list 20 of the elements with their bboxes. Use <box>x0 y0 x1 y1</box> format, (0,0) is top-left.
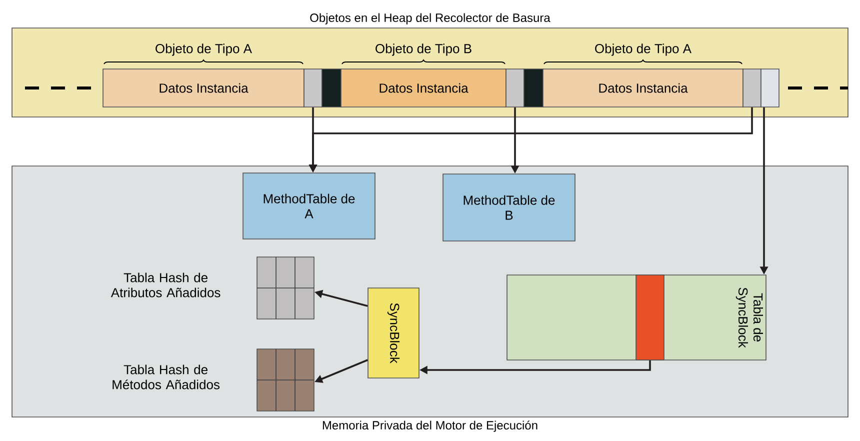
instance-data-box: Datos Instancia <box>542 68 744 108</box>
method-table-box: MethodTable de B <box>442 174 576 242</box>
header-slot <box>304 68 322 108</box>
header-slot <box>524 68 544 108</box>
header-slot <box>742 68 762 108</box>
node-label: Memoria Privada del Motor de Ejecución <box>322 420 538 432</box>
node-label: Objetos en el Heap del Recolector de Basura <box>310 13 550 24</box>
instance-data-box: Datos Instancia <box>102 68 304 108</box>
method-table-box: MethodTable de A <box>242 172 376 240</box>
header-slot <box>760 68 780 108</box>
brace-label: Objeto de Tipo A <box>595 44 692 56</box>
instance-data-box: Datos Instancia <box>340 68 506 108</box>
header-slot <box>322 68 342 108</box>
table-label: Tabla Hash de Métodos Añadidos <box>112 364 220 390</box>
header-slot <box>506 68 524 108</box>
syncblock-box: SyncBlock <box>368 288 420 378</box>
brace-label: Objeto de Tipo B <box>376 44 472 56</box>
table-label: Tabla Hash de Atributos Añadidos <box>110 272 220 298</box>
table-entry <box>636 274 664 360</box>
brace-label: Objeto de Tipo A <box>156 44 252 56</box>
